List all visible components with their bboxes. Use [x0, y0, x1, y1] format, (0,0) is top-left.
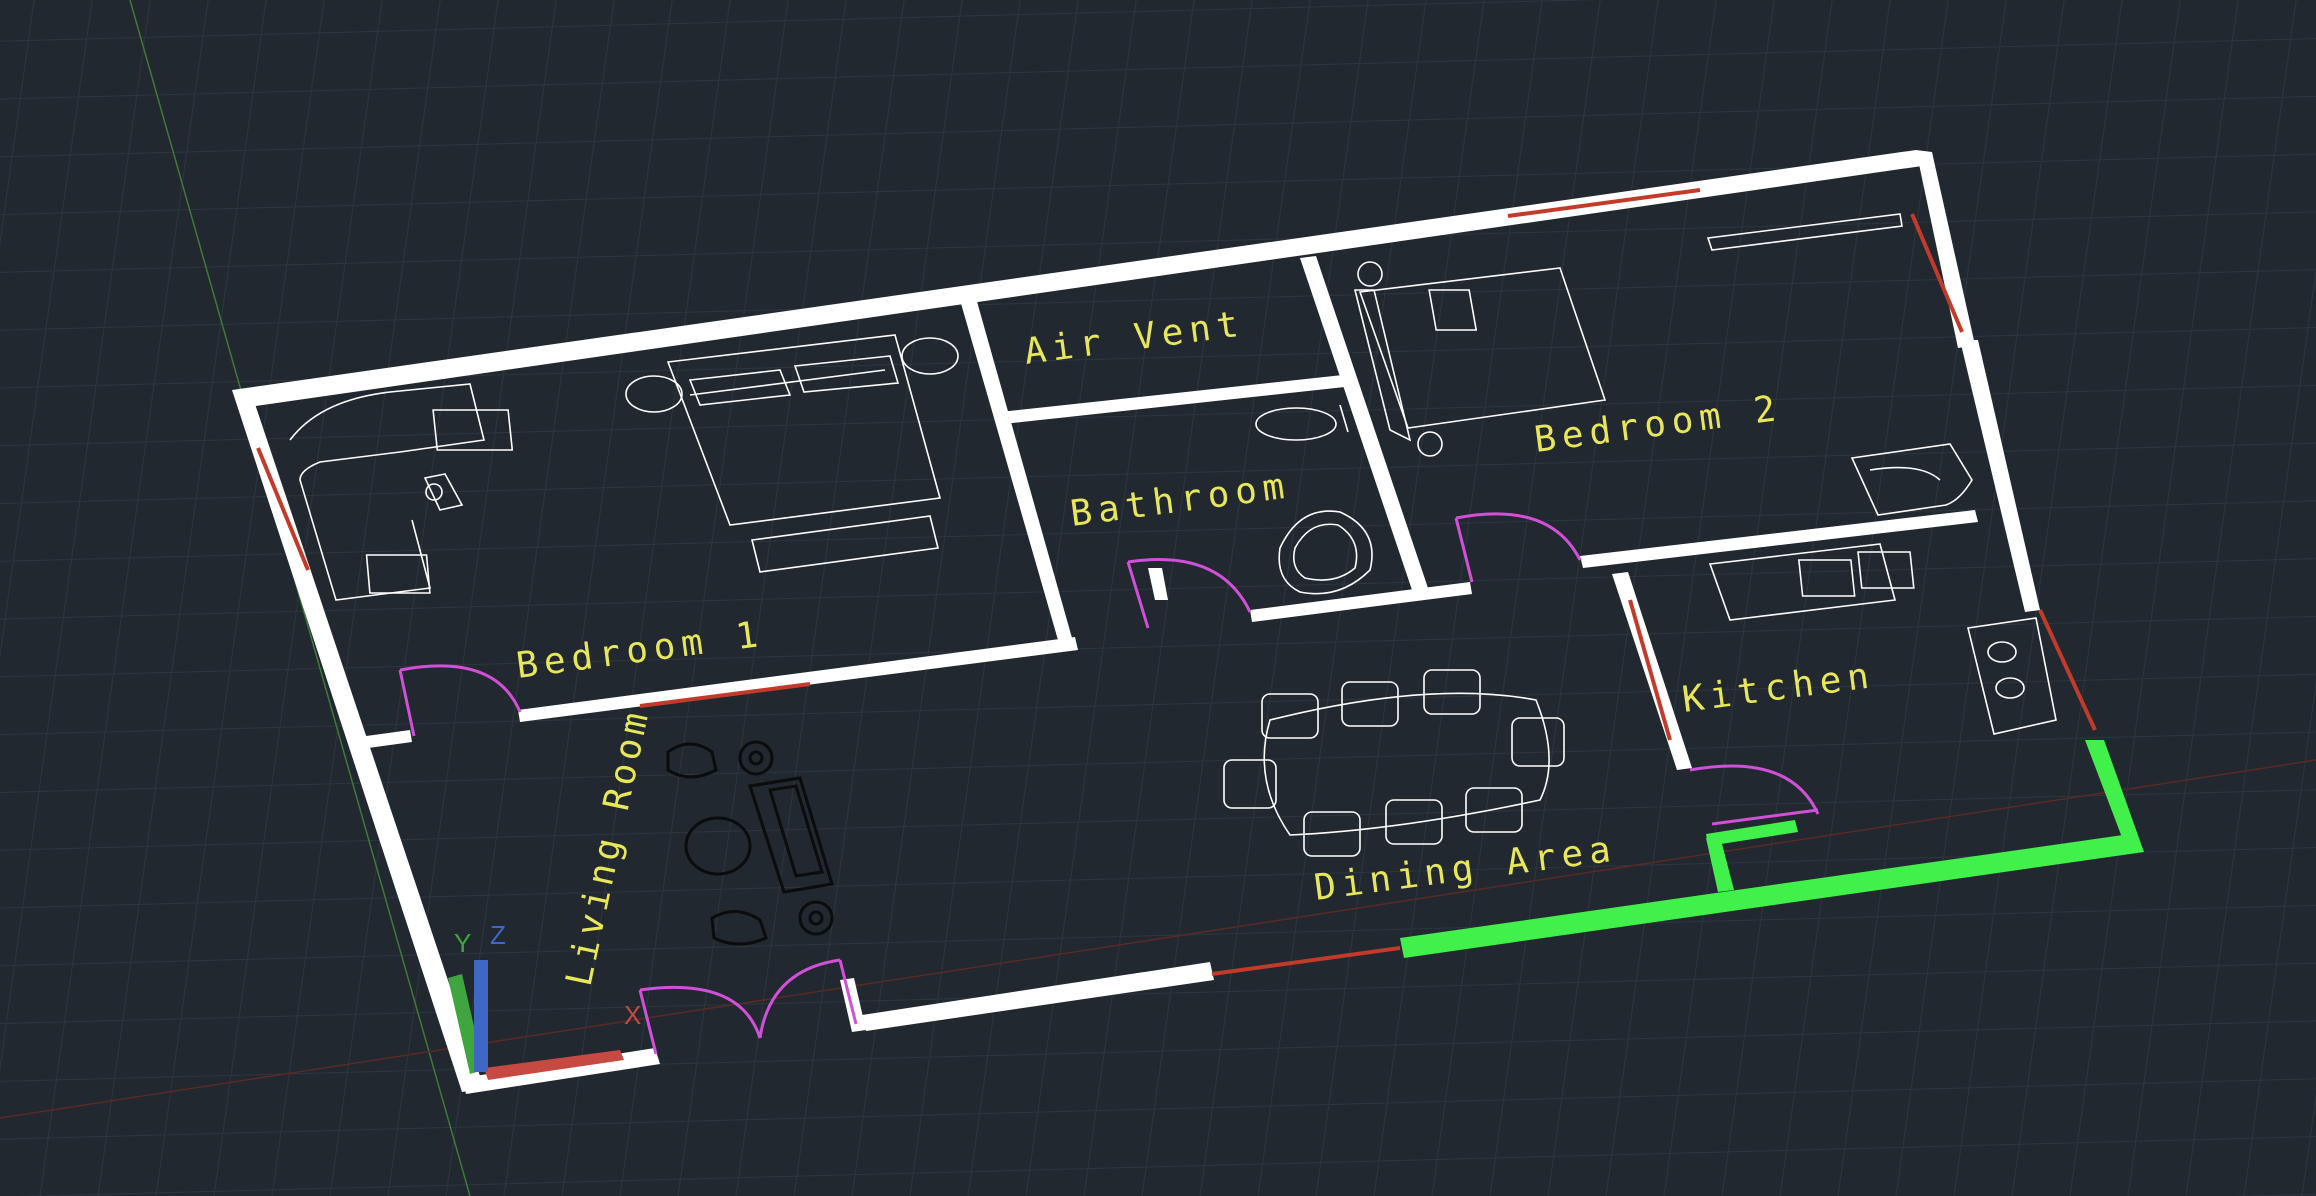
ucs-x-label: X	[624, 1000, 641, 1030]
dining-table	[1223, 669, 1565, 857]
bottom-wall-mid[interactable]	[862, 962, 1214, 1031]
bedroom1-east-wall[interactable]	[960, 298, 1072, 640]
doors[interactable]	[398, 512, 1820, 1055]
bathroom-fixtures	[1255, 404, 1373, 595]
window-kitchen-east[interactable]	[2038, 609, 2097, 731]
ucs-y-label: Y	[454, 928, 471, 958]
door-bedroom1[interactable]	[398, 664, 522, 737]
living-room-furniture	[666, 740, 834, 946]
bedroom1-wall-stub[interactable]	[366, 730, 412, 748]
door-living-double[interactable]	[638, 958, 858, 1055]
bedroom1-bed	[625, 334, 959, 573]
left-wall[interactable]	[232, 390, 484, 1092]
window-bedroom2-top[interactable]	[1507, 188, 1701, 218]
door-bedroom2[interactable]	[1454, 512, 1582, 583]
window-bedroom1-south[interactable]	[639, 682, 811, 708]
window-bedroom1-west[interactable]	[256, 447, 310, 571]
bathroom-east-wall[interactable]	[1300, 256, 1428, 590]
windows[interactable]	[256, 188, 2097, 976]
right-wall-upper[interactable]	[1916, 150, 1975, 348]
furniture	[289, 213, 2057, 857]
selected-kitchen-wall-top[interactable]	[1706, 820, 1798, 846]
ucs-icon[interactable]: X Y Z	[448, 920, 641, 1080]
selected-walls[interactable]	[1400, 740, 2144, 958]
outer-walls[interactable]	[232, 150, 2040, 1094]
dining-chairs	[1223, 669, 1565, 857]
door-bathroom[interactable]	[1126, 558, 1252, 629]
selected-bottom-wall[interactable]	[1400, 834, 2144, 958]
ucs-z-label: Z	[490, 920, 506, 950]
bedroom1-south-wall[interactable]	[518, 637, 1078, 722]
right-wall-lower[interactable]	[1960, 340, 2040, 612]
window-kitchen-west[interactable]	[1628, 599, 1672, 741]
bedroom2-furniture	[1353, 213, 1973, 516]
selected-right-wall[interactable]	[2085, 740, 2144, 852]
door-kitchen[interactable]	[1689, 764, 1820, 826]
bedroom2-south-wall[interactable]	[1580, 510, 1978, 568]
window-dining-south[interactable]	[1211, 946, 1401, 976]
window-bedroom2-east[interactable]	[1910, 213, 1964, 333]
bathroom-door-jamb[interactable]	[1148, 568, 1168, 600]
top-wall[interactable]	[232, 150, 1922, 408]
kitchen-fixtures	[1708, 543, 2057, 735]
selected-kitchen-wall[interactable]	[1706, 836, 1734, 892]
bedroom1-desk	[289, 383, 514, 601]
world-x-axis-line	[0, 759, 2316, 1119]
airvent-bathroom-wall[interactable]	[1000, 374, 1354, 424]
ucs-z-axis	[474, 960, 488, 1072]
world-y-axis-line	[129, 0, 471, 1196]
bathroom-south-wall[interactable]	[1250, 582, 1472, 622]
ucs-x-axis	[484, 1050, 624, 1080]
